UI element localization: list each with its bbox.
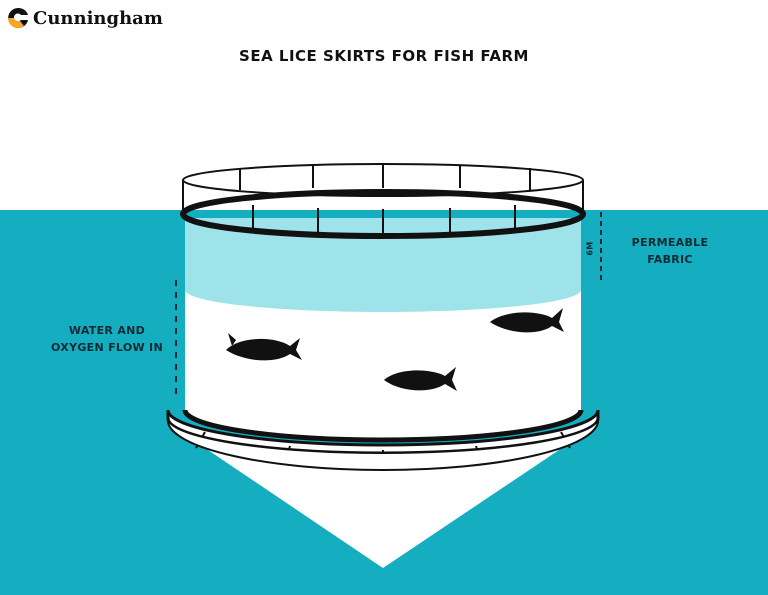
logo-mark-icon [8, 7, 28, 28]
water-flow-label: WATER AND OXYGEN FLOW IN [51, 324, 163, 354]
depth-label: 6M [585, 241, 595, 256]
page-title: SEA LICE SKIRTS FOR FISH FARM [239, 47, 529, 65]
logo: Cunningham [6, 6, 163, 30]
top-railing [182, 163, 584, 237]
lice-skirt [185, 218, 581, 312]
net-pen-wall [185, 290, 581, 440]
float-ring [180, 189, 586, 239]
permeable-fabric-label: PERMEABLE FABRIC [631, 236, 709, 266]
net-cone [205, 448, 562, 568]
fish-icon [226, 308, 564, 391]
logo-text: Cunningham [33, 7, 163, 29]
